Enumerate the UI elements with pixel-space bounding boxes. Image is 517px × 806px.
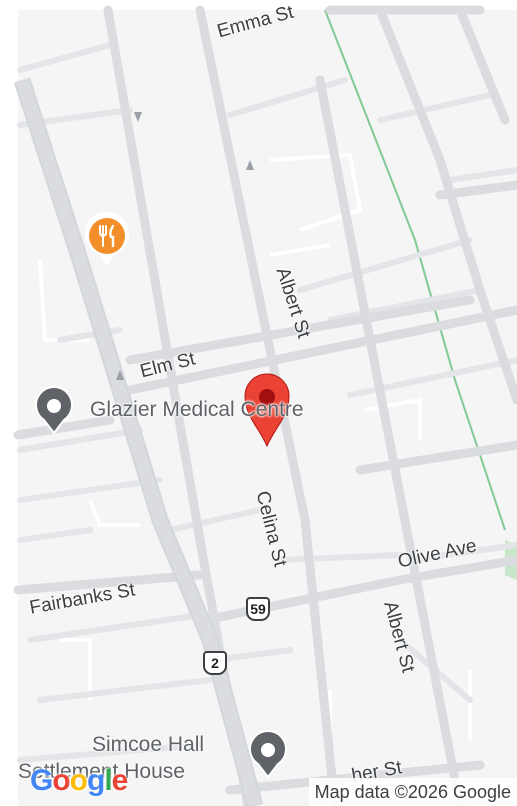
medium-roads — [13, 5, 517, 806]
google-logo: Google — [30, 764, 128, 797]
highway-shield-59: 59 — [246, 597, 270, 621]
map-attribution[interactable]: Map data ©2026 Google — [308, 778, 517, 806]
poi-pin-icon[interactable] — [34, 386, 74, 434]
poi-label-glazier[interactable]: Glazier Medical Centre — [90, 398, 304, 421]
restaurant-icon[interactable] — [82, 212, 132, 268]
minor-roads — [17, 42, 517, 763]
one-way-arrows — [116, 112, 254, 380]
highway-shield-2: 2 — [203, 651, 227, 675]
poi-pin-icon[interactable] — [248, 730, 288, 778]
location-pin-icon[interactable] — [244, 373, 290, 448]
poi-label-simcoe-line2[interactable]: Settlement House — [18, 760, 185, 783]
poi-label-simcoe-line1[interactable]: Simcoe Hall — [92, 733, 205, 756]
